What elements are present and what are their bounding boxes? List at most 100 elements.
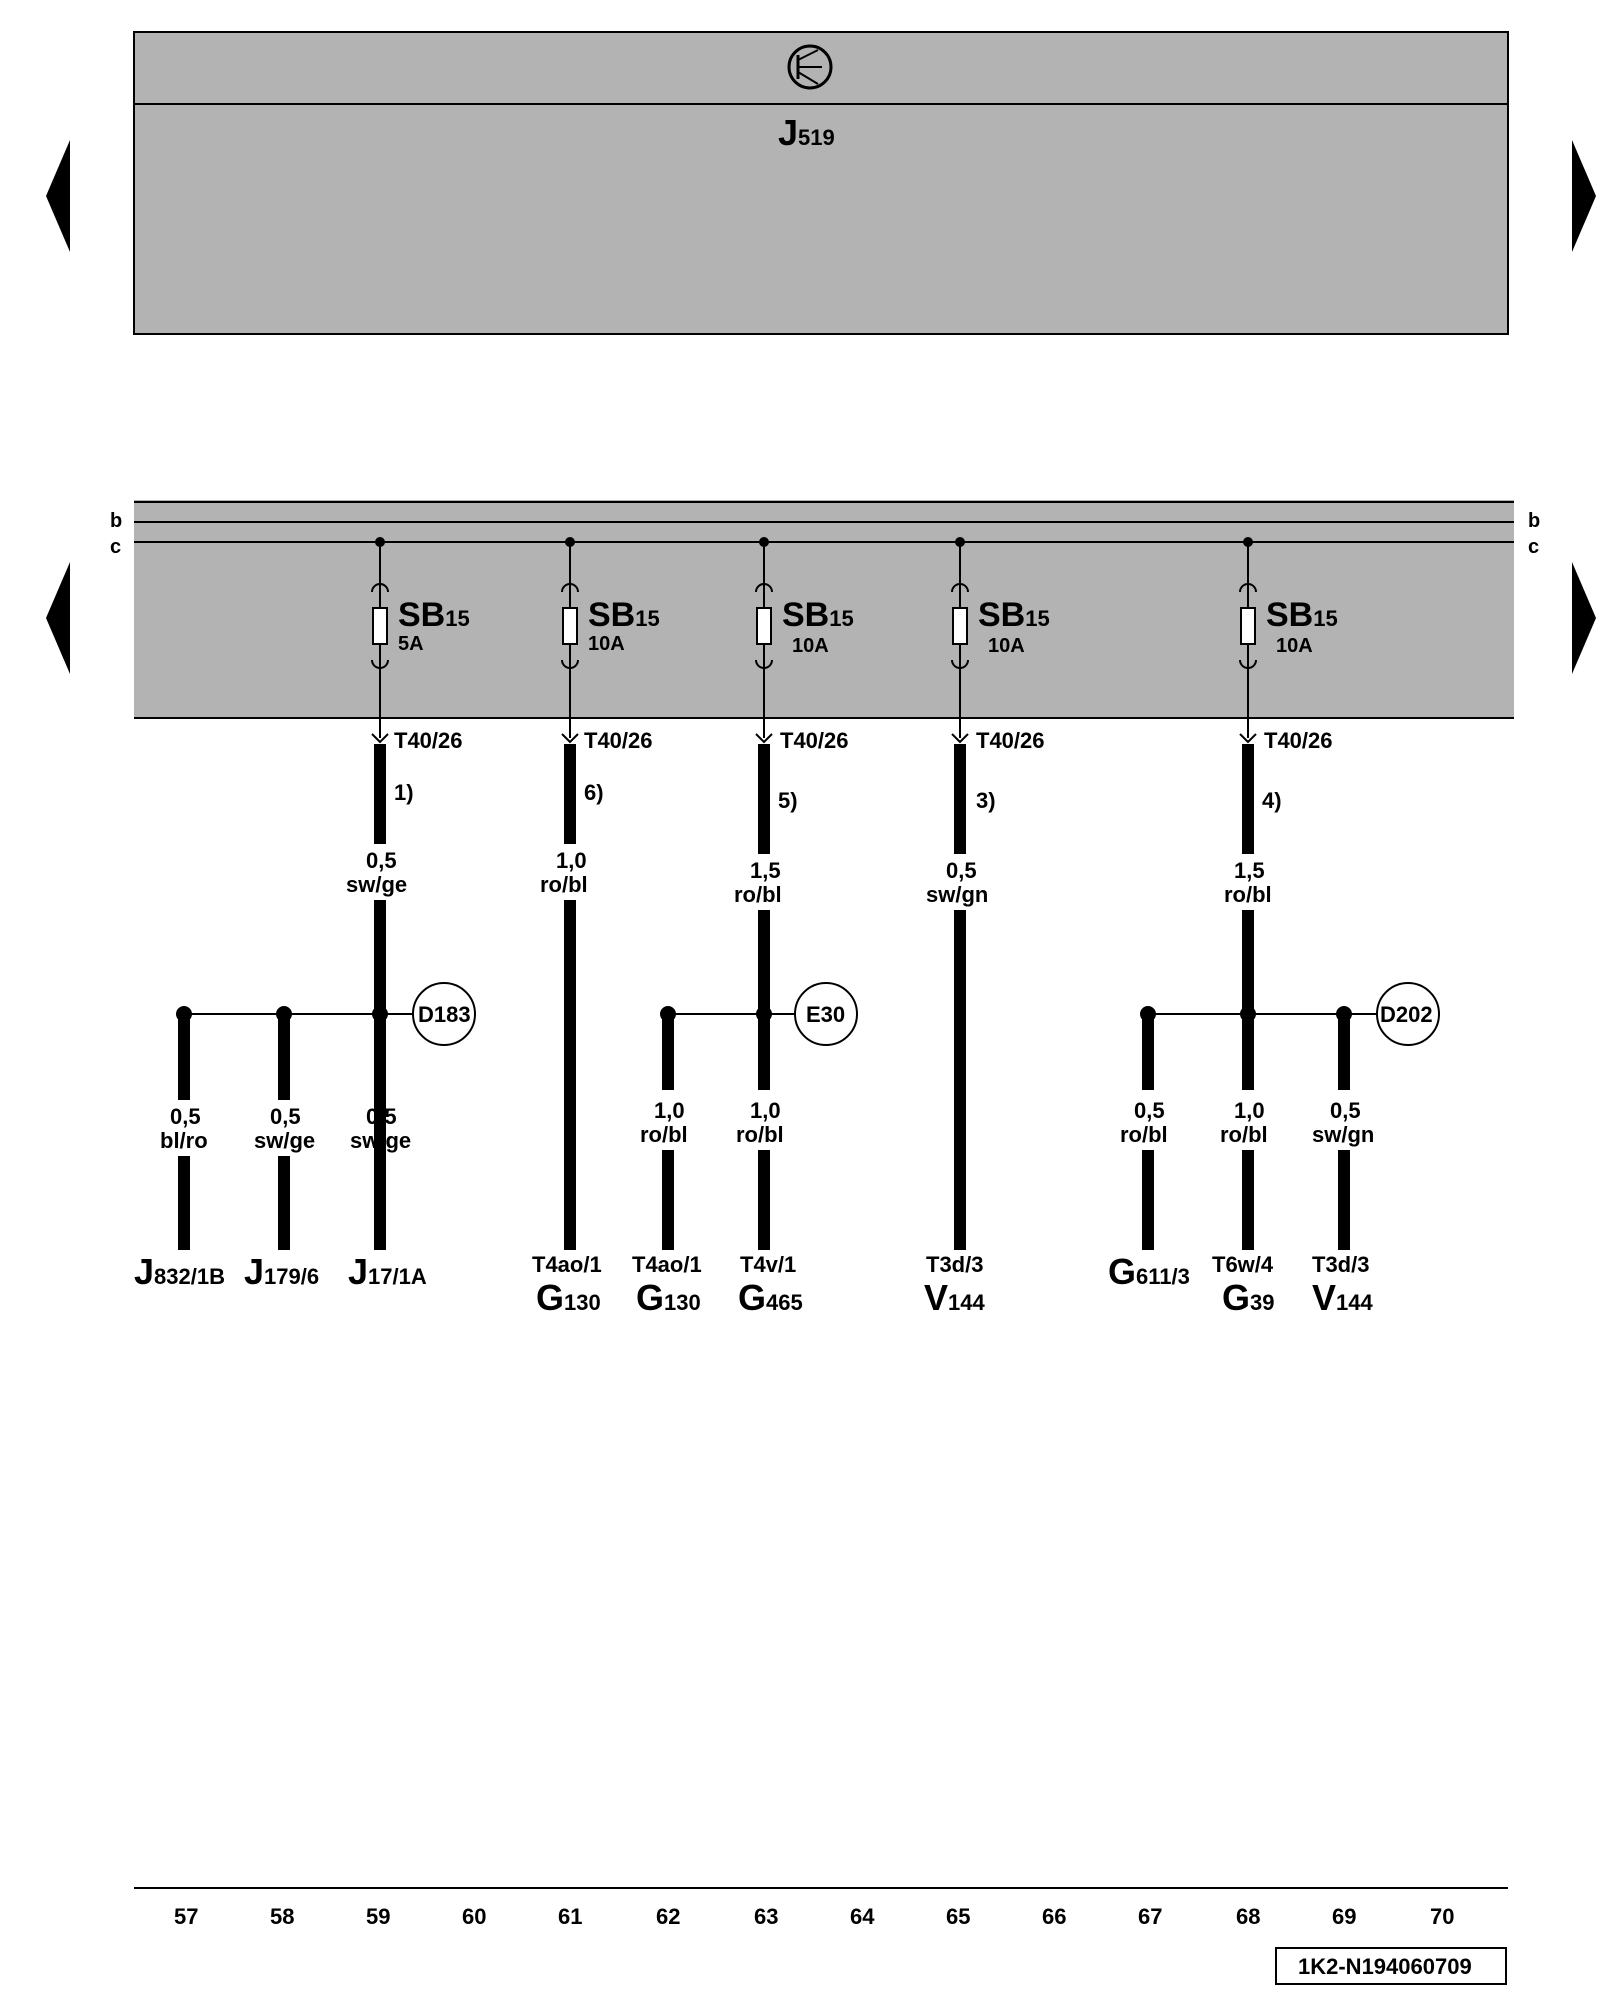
- rail-c-label-left: c: [110, 536, 121, 558]
- svg-text:10A: 10A: [792, 635, 829, 657]
- svg-text:sw/ge: sw/ge: [350, 1128, 411, 1153]
- track-number: 62: [656, 1904, 680, 1929]
- fuse-column: SB15 10A T40/26 5) 1,5 ro/bl: [734, 537, 854, 1090]
- svg-text:ro/bl: ro/bl: [734, 882, 782, 907]
- svg-text:0,5: 0,5: [270, 1104, 301, 1129]
- track-number: 70: [1430, 1904, 1454, 1929]
- doc-id: 1K2-N194060709: [1298, 1954, 1472, 1979]
- svg-text:1,5: 1,5: [1234, 858, 1265, 883]
- svg-text:D183: D183: [418, 1002, 471, 1027]
- svg-text:10A: 10A: [1276, 635, 1313, 657]
- track-number: 66: [1042, 1904, 1066, 1929]
- svg-text:J832/1B: J832/1B: [134, 1251, 225, 1292]
- svg-text:D202: D202: [1380, 1002, 1433, 1027]
- svg-text:ro/bl: ro/bl: [1220, 1122, 1268, 1147]
- svg-text:T4ao/1: T4ao/1: [632, 1252, 702, 1277]
- svg-text:sw/ge: sw/ge: [254, 1128, 315, 1153]
- svg-text:T40/26: T40/26: [584, 728, 653, 753]
- branch-wire: 1,0 ro/bl T6w/4 G39: [1212, 1098, 1275, 1318]
- svg-text:ro/bl: ro/bl: [1224, 882, 1272, 907]
- svg-text:G130: G130: [636, 1277, 701, 1318]
- fuse-symbol-icon: [372, 607, 388, 645]
- svg-text:ro/bl: ro/bl: [1120, 1122, 1168, 1147]
- splice-d202: D202: [1140, 982, 1440, 1090]
- svg-text:T40/26: T40/26: [394, 728, 463, 753]
- track-number: 69: [1332, 1904, 1356, 1929]
- svg-text:ro/bl: ro/bl: [540, 872, 588, 897]
- svg-text:0,5: 0,5: [366, 848, 397, 873]
- track-number: 60: [462, 1904, 486, 1929]
- svg-text:5A: 5A: [398, 633, 424, 655]
- track-number: 67: [1138, 1904, 1162, 1929]
- svg-text:1,0: 1,0: [1234, 1098, 1265, 1123]
- fuse-column: SB15 10A T40/26 4) 1,5 ro/bl: [1224, 537, 1338, 1090]
- svg-text:sw/gn: sw/gn: [926, 882, 988, 907]
- branch-wire: T4ao/1 G130: [532, 1252, 602, 1318]
- svg-text:6): 6): [584, 780, 604, 805]
- svg-text:1,0: 1,0: [750, 1098, 781, 1123]
- track-number: 57: [174, 1904, 198, 1929]
- fuse-column: SB15 10A T40/26 6) 1,0 ro/bl: [540, 537, 660, 1250]
- svg-text:T3d/3: T3d/3: [1312, 1252, 1369, 1277]
- svg-text:3): 3): [976, 788, 996, 813]
- prev-page-arrow-icon[interactable]: [46, 140, 70, 252]
- fuse-symbol-icon: [952, 607, 968, 645]
- svg-text:T40/26: T40/26: [976, 728, 1045, 753]
- fuse-column: SB15 5A T40/26 1) 0,5 sw/ge: [346, 537, 470, 1250]
- branch-wire: 1,0 ro/bl T4v/1 G465: [736, 1098, 803, 1318]
- svg-text:T4ao/1: T4ao/1: [532, 1252, 602, 1277]
- svg-text:0,5: 0,5: [366, 1104, 397, 1129]
- branch-wire: 1,0 ro/bl T4ao/1 G130: [632, 1098, 702, 1318]
- svg-text:T3d/3: T3d/3: [926, 1252, 983, 1277]
- svg-text:4): 4): [1262, 788, 1282, 813]
- svg-text:sw/ge: sw/ge: [346, 872, 407, 897]
- svg-text:E30: E30: [806, 1002, 845, 1027]
- branch-wire: 0,5 sw/ge J17/1A: [348, 1104, 427, 1292]
- rail-b-label-right: b: [1528, 510, 1540, 532]
- svg-text:0,5: 0,5: [170, 1104, 201, 1129]
- prev-page-arrow-icon[interactable]: [46, 562, 70, 674]
- svg-text:J179/6: J179/6: [244, 1251, 319, 1292]
- fuse-symbol-icon: [562, 607, 578, 645]
- svg-text:T6w/4: T6w/4: [1212, 1252, 1274, 1277]
- svg-text:sw/gn: sw/gn: [1312, 1122, 1374, 1147]
- svg-text:ro/bl: ro/bl: [736, 1122, 784, 1147]
- svg-text:V144: V144: [1312, 1277, 1373, 1318]
- svg-text:T40/26: T40/26: [780, 728, 849, 753]
- svg-text:10A: 10A: [588, 633, 625, 655]
- branch-wire: 0,5 bl/ro J832/1B: [134, 1104, 225, 1292]
- control-unit-panel: [133, 31, 1509, 335]
- svg-text:1,0: 1,0: [654, 1098, 685, 1123]
- track-number: 58: [270, 1904, 294, 1929]
- svg-text:SB15: SB15: [1266, 596, 1338, 634]
- branch-wire: 0,5 ro/bl G611/3: [1108, 1098, 1190, 1292]
- next-page-arrow-icon[interactable]: [1572, 140, 1596, 252]
- svg-text:G611/3: G611/3: [1108, 1251, 1190, 1292]
- svg-text:SB15: SB15: [978, 596, 1050, 634]
- track-number: 63: [754, 1904, 778, 1929]
- svg-text:G130: G130: [536, 1277, 601, 1318]
- track-number: 59: [366, 1904, 390, 1929]
- rail-b-label-left: b: [110, 510, 122, 532]
- svg-text:SB15: SB15: [398, 596, 470, 634]
- fuse-panel: [134, 500, 1514, 718]
- svg-text:V144: V144: [924, 1277, 985, 1318]
- branch-wire: T3d/3 V144: [924, 1252, 985, 1318]
- svg-text:1): 1): [394, 780, 414, 805]
- track-number: 64: [850, 1904, 875, 1929]
- next-page-arrow-icon[interactable]: [1572, 562, 1596, 674]
- svg-text:SB15: SB15: [588, 596, 660, 634]
- track-number: 61: [558, 1904, 582, 1929]
- svg-text:ro/bl: ro/bl: [640, 1122, 688, 1147]
- svg-text:J17/1A: J17/1A: [348, 1251, 427, 1292]
- svg-text:1,5: 1,5: [750, 858, 781, 883]
- svg-text:G465: G465: [738, 1277, 803, 1318]
- branch-wire: 0,5 sw/gn T3d/3 V144: [1312, 1098, 1374, 1318]
- branch-wire: 0,5 sw/ge J179/6: [244, 1104, 319, 1292]
- svg-text:SB15: SB15: [782, 596, 854, 634]
- fuse-symbol-icon: [1240, 607, 1256, 645]
- track-number: 65: [946, 1904, 970, 1929]
- splice-d183: D183: [176, 982, 476, 1100]
- svg-text:bl/ro: bl/ro: [160, 1128, 208, 1153]
